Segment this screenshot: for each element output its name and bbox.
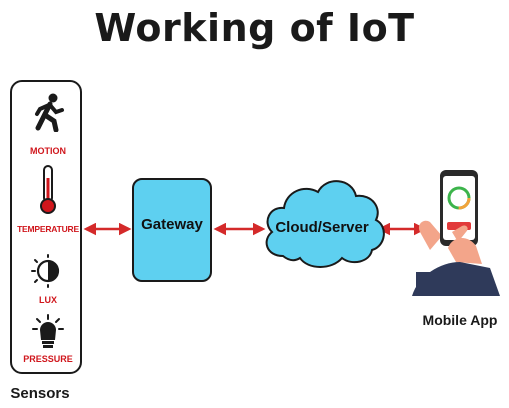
sensors-caption: Sensors bbox=[10, 385, 70, 402]
sensor-label-temperature: TEMPERATURE bbox=[17, 224, 79, 234]
gateway-label: Gateway bbox=[141, 216, 203, 233]
running-person-icon bbox=[12, 92, 84, 136]
cloud-shape bbox=[265, 180, 385, 268]
sensor-label-lux: LUX bbox=[39, 295, 57, 305]
gateway-node: Gateway bbox=[132, 178, 212, 282]
pressure-sensor-icon bbox=[12, 314, 84, 354]
sensor-label-pressure: PRESSURE bbox=[23, 354, 73, 364]
diagram-title: Working of IoT bbox=[94, 6, 415, 50]
mobile-app-caption: Mobile App bbox=[422, 312, 498, 328]
sensors-panel: MOTION TEMPERATURE LUX bbox=[10, 80, 82, 374]
light-level-icon bbox=[12, 254, 84, 292]
sensor-label-motion: MOTION bbox=[30, 146, 66, 156]
mobile-app-illustration bbox=[412, 170, 500, 296]
cloud-server-label: Cloud/Server bbox=[275, 219, 369, 236]
thermometer-icon bbox=[12, 164, 84, 220]
